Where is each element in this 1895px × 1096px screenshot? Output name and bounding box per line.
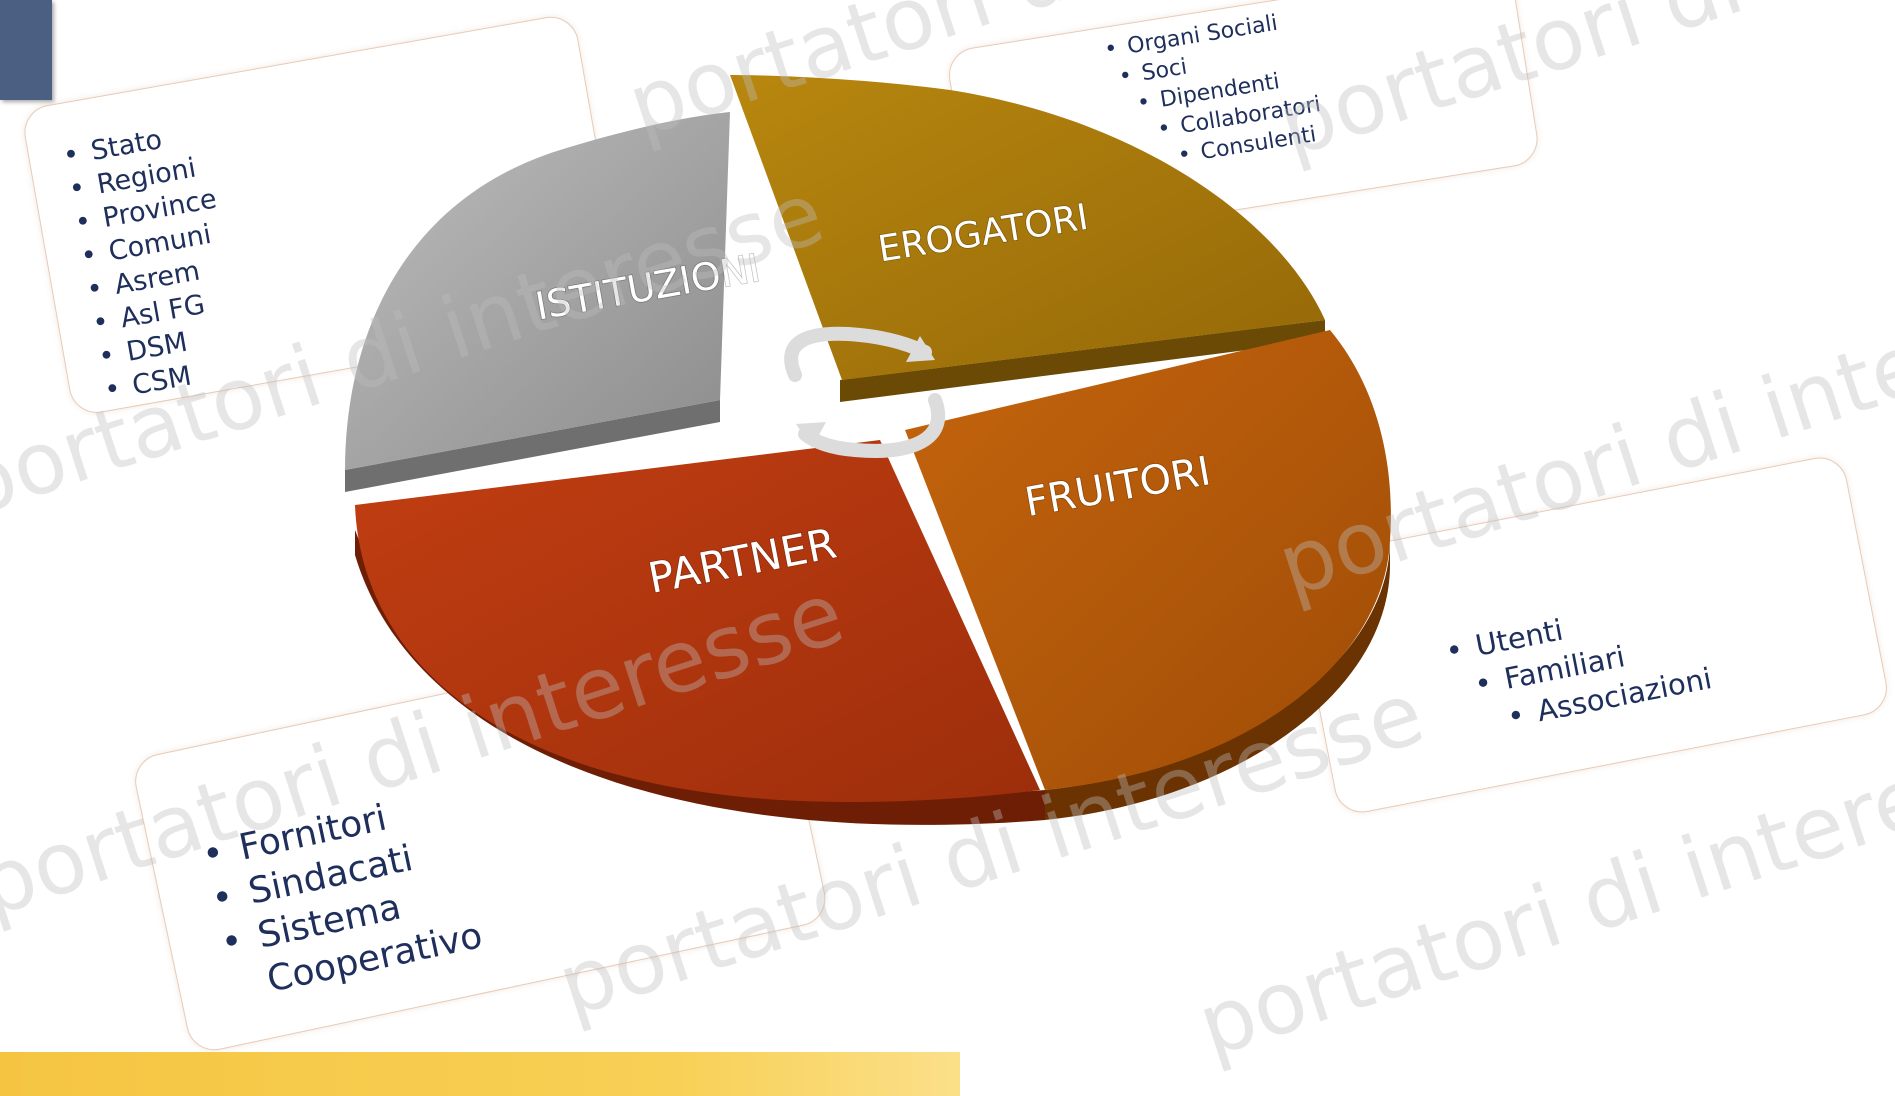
erogatori-sector bbox=[730, 75, 1325, 380]
arrow-head-icon bbox=[796, 422, 826, 448]
fruitori-sector bbox=[905, 330, 1391, 790]
istituzioni-sector-side bbox=[345, 400, 720, 492]
bottom-accent-bar bbox=[0, 1052, 960, 1096]
partner-sector bbox=[355, 440, 1040, 802]
circular-arrows-icon bbox=[784, 326, 946, 458]
arrow-head-icon bbox=[906, 336, 935, 362]
erogatori-sector-side bbox=[840, 320, 1325, 402]
corner-tab bbox=[0, 0, 52, 100]
fruitori-sector-side bbox=[1045, 540, 1390, 820]
istituzioni-sector bbox=[345, 112, 730, 470]
